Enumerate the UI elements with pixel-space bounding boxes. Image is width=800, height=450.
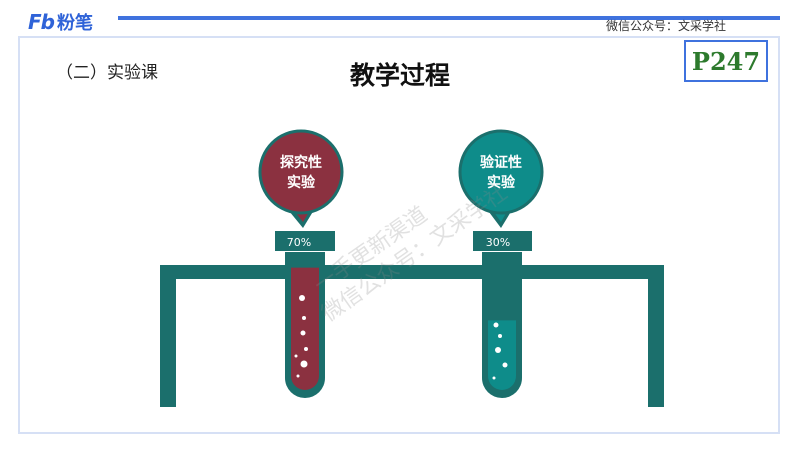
page-number: P247 bbox=[691, 46, 761, 76]
section-label: （二）实验课 bbox=[56, 63, 158, 83]
bubble-dot bbox=[304, 347, 308, 351]
slide-frame bbox=[18, 36, 780, 434]
bubble-dot bbox=[300, 330, 306, 336]
bubble-dot bbox=[493, 322, 499, 328]
callout-bubble bbox=[258, 129, 344, 215]
bubble-dot bbox=[498, 334, 502, 338]
bubble-dot bbox=[495, 347, 501, 353]
tube-cap bbox=[473, 231, 532, 251]
callout-line2: 实验 bbox=[287, 174, 316, 191]
tube-confirmatory: 30% 验证性 实验 bbox=[458, 129, 544, 398]
bubble-dot bbox=[296, 374, 300, 378]
callout-bubble bbox=[458, 129, 544, 215]
tube-percent-label: 70% bbox=[287, 236, 311, 249]
bubble-dot bbox=[302, 316, 306, 320]
tube-liquid bbox=[291, 267, 319, 390]
logo-mark: Fb bbox=[28, 10, 55, 34]
wechat-label: 微信公众号：文采学社 bbox=[606, 19, 727, 33]
bubble-dot bbox=[300, 360, 308, 368]
tube-cap bbox=[275, 231, 335, 251]
tube-exploratory: 70% 探究性 实验 bbox=[258, 129, 344, 398]
tube-liquid bbox=[488, 320, 516, 390]
rack-left-leg bbox=[160, 265, 176, 407]
bubble-dot bbox=[492, 376, 496, 380]
page-number-box: P247 bbox=[684, 40, 768, 82]
callout-line1: 验证性 bbox=[480, 154, 522, 171]
callout-line1: 探究性 bbox=[280, 154, 322, 171]
brand-logo: Fb 粉笔 bbox=[28, 9, 93, 35]
bubble-dot bbox=[299, 295, 305, 301]
page-title: 教学过程 bbox=[349, 61, 450, 90]
top-accent-bar bbox=[118, 16, 780, 20]
tube-rack bbox=[160, 265, 664, 407]
rack-right-leg bbox=[648, 265, 664, 407]
callout-line2: 实验 bbox=[487, 174, 516, 191]
tube-percent-label: 30% bbox=[486, 236, 510, 249]
logo-text: 粉笔 bbox=[56, 13, 93, 34]
bubble-dot bbox=[294, 354, 298, 358]
bubble-dot bbox=[502, 362, 508, 368]
